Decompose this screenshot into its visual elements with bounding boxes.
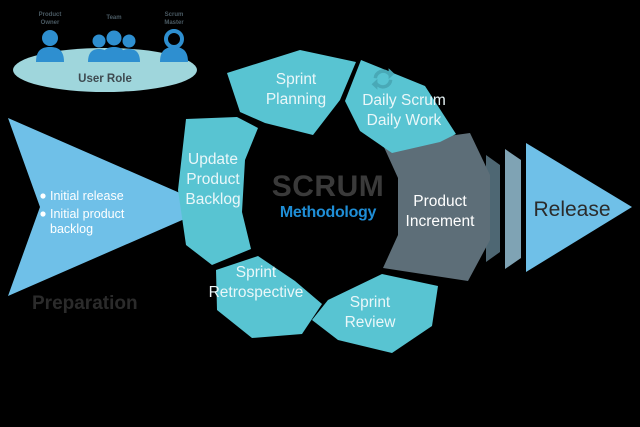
people-group-icon-head-right (122, 34, 136, 48)
segment-sprint-retrospective: Sprint Retrospective (209, 256, 322, 338)
user-role-caption: User Role (78, 73, 132, 85)
methodology-subtitle: Methodology (280, 204, 377, 221)
scrum-title: SCRUM (272, 170, 385, 203)
preparation-bullet-3: backlog (50, 222, 93, 236)
person-icon-body (36, 47, 64, 62)
role-label-line: Owner (41, 20, 60, 26)
segment-sprint-review: Sprint Review (312, 274, 438, 353)
bullet-dot (40, 211, 46, 217)
update-product-backlog-shape (178, 117, 258, 265)
preparation-bullet-2: Initial product (50, 207, 125, 221)
segment-label-line: Update (188, 151, 238, 168)
segment-label-line: Planning (266, 91, 326, 108)
center-hub-circle (259, 138, 397, 276)
segment-daily-scrum: Daily Scrum Daily Work (345, 60, 456, 153)
role-label-line: Product (39, 12, 62, 18)
product-increment-shape (383, 133, 490, 281)
preparation-arrow-shape (8, 118, 212, 296)
user-role-group: Product Owner Team Scrum Master User Rol… (13, 12, 197, 92)
person-icon-head-outline (164, 29, 184, 49)
preparation-bullet-1: Initial release (50, 189, 124, 203)
segment-label-line: Sprint (350, 294, 391, 311)
people-group-icon-head-center (106, 30, 122, 46)
sprint-review-shape (312, 274, 438, 353)
role-label-line: Team (106, 15, 121, 21)
people-group-icon-body-center (101, 47, 127, 62)
segment-label-line: Daily Work (367, 112, 442, 129)
sprint-retrospective-shape (216, 256, 322, 338)
segment-label-line: Backlog (185, 191, 240, 208)
bullet-dot (40, 193, 46, 199)
segment-label-line: Product (413, 193, 467, 210)
role-figure-product-owner (36, 30, 64, 62)
segment-label-line: Daily Scrum (362, 92, 446, 109)
preparation-arrow-group: Initial release Initial product backlog (8, 118, 212, 296)
role-figure-scrum-master (160, 29, 188, 62)
chevron-slice-light (505, 149, 521, 269)
segment-update-product-backlog: Update Product Backlog (178, 117, 258, 265)
segment-label-line: Review (345, 314, 397, 331)
release-arrow-shape (526, 143, 632, 272)
preparation-title: Preparation (32, 293, 138, 314)
role-figure-team (88, 30, 140, 62)
segment-label-line: Product (186, 171, 240, 188)
people-group-icon-head-left (92, 34, 106, 48)
person-icon-head (42, 30, 58, 46)
release-label: Release (533, 198, 610, 221)
segment-product-increment: Product Increment (383, 133, 490, 281)
segment-label-line: Increment (406, 213, 476, 230)
segment-label-line: Sprint (236, 264, 277, 281)
person-icon-body (160, 47, 188, 62)
refresh-sync-icon (371, 68, 395, 90)
role-label-line: Master (164, 20, 184, 26)
role-label-line: Scrum (165, 12, 184, 18)
segment-label-line: Sprint (276, 71, 317, 88)
segment-label-line: Retrospective (209, 284, 304, 301)
sprint-planning-shape (227, 50, 356, 135)
center-hub: SCRUM Methodology (259, 138, 397, 276)
release-group: Release (486, 143, 632, 272)
segment-sprint-planning: Sprint Planning (227, 50, 356, 135)
